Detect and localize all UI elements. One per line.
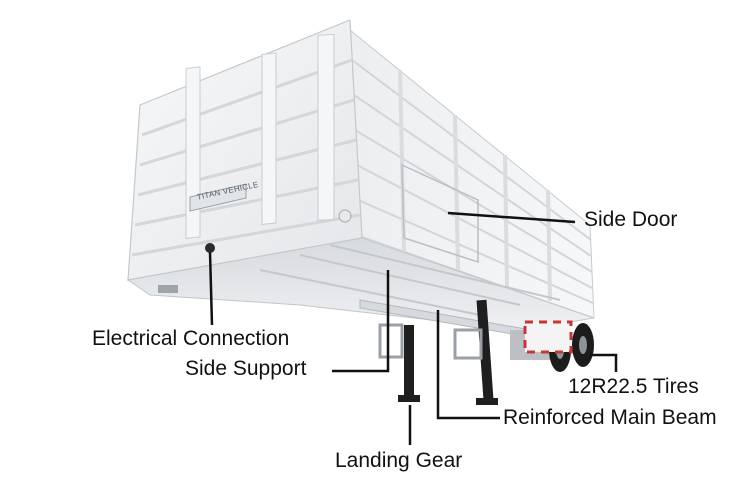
main-beam-line [436,310,500,420]
rear-axle [510,320,594,372]
callout-lines [208,211,618,445]
side-door-line [447,211,576,224]
electrical-socket [205,243,215,253]
landing-gear-legs [378,299,498,405]
side-support-label: Side Support [185,357,307,380]
trailer-side-wall [349,28,595,319]
brand-plate [189,183,247,212]
electrical-connection-label: Electrical Connection [92,327,290,350]
side-support-line [332,270,390,373]
trailer-front-wall [127,19,363,281]
tires-line [590,353,618,372]
landing-gear-label: Landing Gear [335,449,463,472]
electrical-line [208,251,214,326]
side-door-label: Side Door [584,208,678,231]
tires-label: 12R22.5 Tires [568,375,699,398]
side-door-panel [401,163,479,264]
reinforced-main-beam-label: Reinforced Main Beam [503,406,717,429]
